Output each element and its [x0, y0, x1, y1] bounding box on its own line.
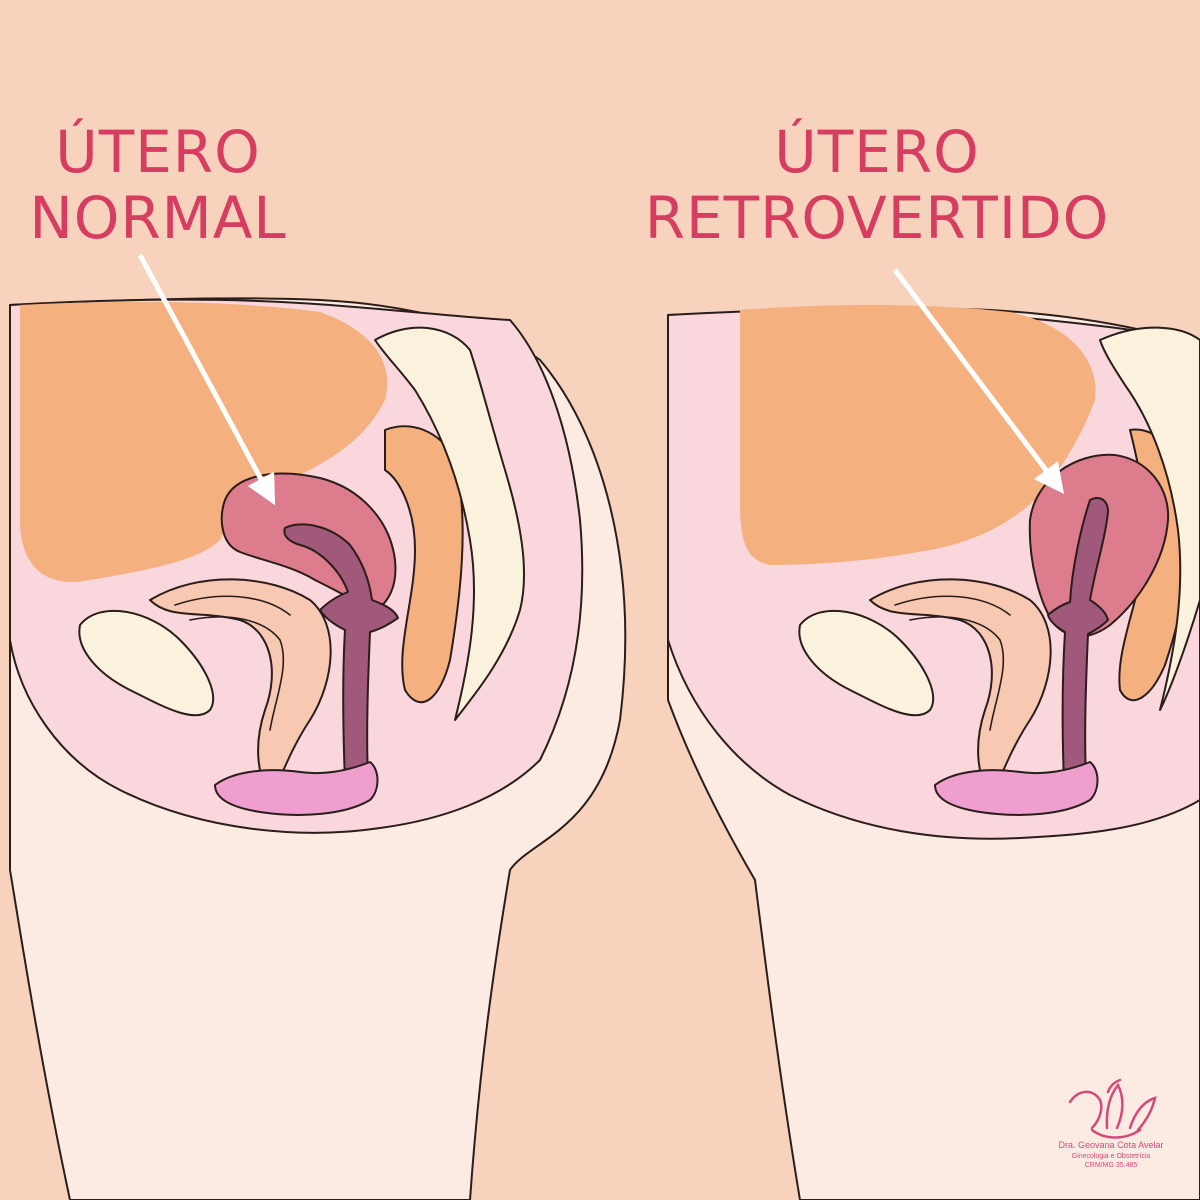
- panel-normal-title-line2: NORMAL: [29, 184, 286, 252]
- watermark-name: Dra. Geovana Cota Avelar: [1059, 1140, 1164, 1150]
- uterine-cavity: [1047, 497, 1109, 783]
- panel-retroverted-title-line2: RETROVERTIDO: [645, 184, 1110, 252]
- panel-normal: ÚTERO NORMAL: [9, 117, 627, 1200]
- watermark-registration: CRM/MG 35.485: [1085, 1162, 1138, 1169]
- lily-flower-icon: [1068, 1078, 1157, 1139]
- fold-line: [909, 616, 1005, 731]
- panel-retroverted: ÚTERO RETROVERTIDO: [645, 117, 1200, 1200]
- panel-retroverted-title-line1: ÚTERO: [774, 117, 979, 186]
- arrow-to-uterus-normal: [137, 253, 276, 506]
- bladder-region: [740, 304, 1096, 565]
- arrow-to-uterus-retroverted: [893, 268, 1065, 494]
- fold-line: [174, 595, 291, 616]
- sacrum: [1099, 326, 1200, 711]
- watermark: Dra. Geovana Cota Avelar Ginecologia e O…: [1059, 1078, 1164, 1169]
- fold-line: [894, 595, 1011, 616]
- panel-normal-title-line1: ÚTERO: [55, 117, 260, 186]
- watermark-specialty: Ginecologia e Obstetrícia: [1072, 1153, 1151, 1160]
- vulva: [214, 761, 379, 816]
- vulva: [934, 761, 1099, 816]
- pubic-bone: [798, 609, 935, 717]
- bladder-region: [20, 301, 388, 582]
- pubic-bone: [78, 609, 215, 717]
- fold-line: [189, 616, 285, 731]
- sacrum: [374, 326, 525, 721]
